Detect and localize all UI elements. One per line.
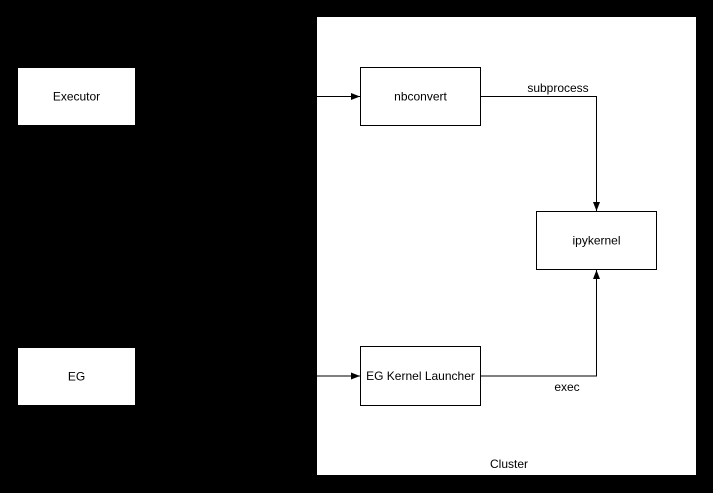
node-eg: EG (17, 347, 136, 406)
node-eg-kernel-launcher: EG Kernel Launcher (360, 346, 481, 406)
edge-label-exec: exec (554, 380, 579, 394)
node-executor: Executor (17, 67, 136, 126)
node-ipykernel-box (536, 211, 657, 270)
node-executor-label: Executor (53, 90, 100, 104)
edge-launcher-to-ipykernel (480, 270, 600, 377)
node-eg-label: EG (68, 370, 85, 384)
node-nbconvert-box (360, 67, 481, 126)
cluster-label: Cluster (490, 457, 528, 471)
node-executor-box (17, 67, 136, 126)
edge-label-subprocess: subprocess (527, 81, 588, 95)
node-eg-kernel-launcher-box (360, 346, 481, 406)
node-eg-kernel-launcher-label: EG Kernel Launcher (366, 369, 475, 383)
node-nbconvert-label: nbconvert (394, 90, 447, 104)
node-ipykernel: ipykernel (536, 211, 657, 270)
edge-nbconvert-to-ipykernel (480, 96, 600, 211)
node-nbconvert: nbconvert (360, 67, 481, 126)
node-ipykernel-label: ipykernel (572, 234, 620, 248)
node-eg-box (17, 347, 136, 406)
